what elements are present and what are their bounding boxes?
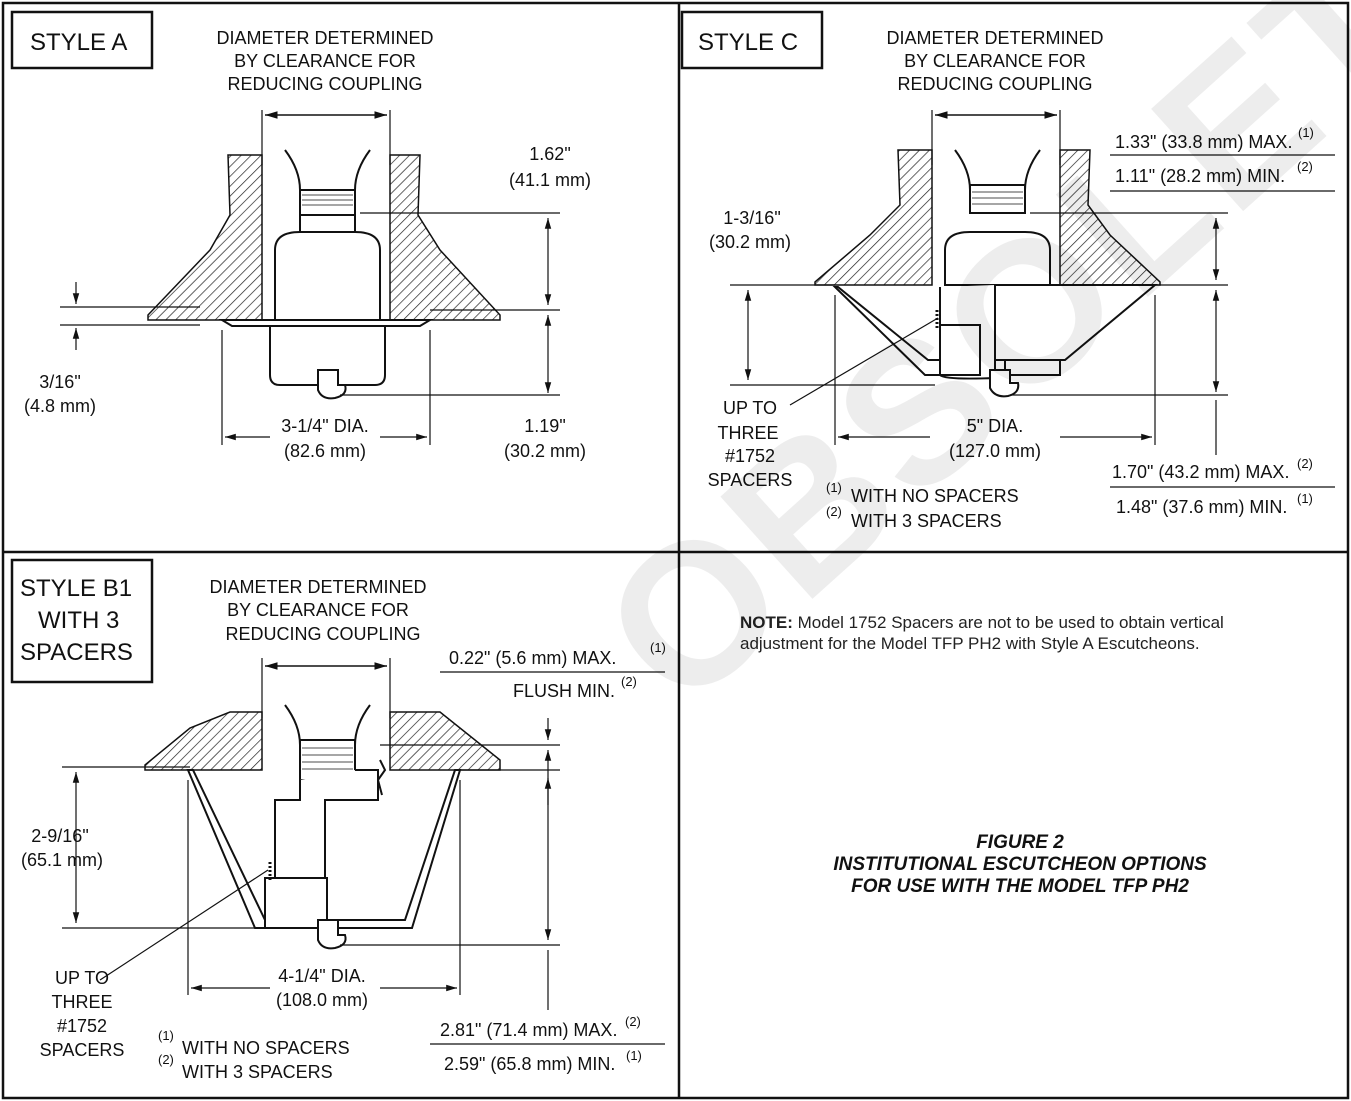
style-c-spacers-2: THREE <box>717 423 778 443</box>
style-c-dim-top-min: 1.11" (28.2 mm) MIN. <box>1115 166 1285 186</box>
style-b1-dim-left-1: 2-9/16" <box>31 826 88 846</box>
style-b1-dim-top-max-ref: (1) <box>650 640 666 655</box>
style-a-ceiling-hatch <box>147 154 263 321</box>
style-b1-sprinkler <box>186 704 462 950</box>
style-b1-dim-bot-min-ref: (1) <box>626 1048 642 1063</box>
style-b1-spacers-1: UP TO <box>55 968 109 988</box>
style-b1-diameter-note-1: DIAMETER DETERMINED <box>209 577 426 597</box>
note-paragraph: NOTE: Model 1752 Spacers are not to be u… <box>740 612 1280 654</box>
style-c-dim-bot-max: 1.70" (43.2 mm) MAX. <box>1112 462 1289 482</box>
style-a-diameter-note-3: REDUCING COUPLING <box>227 74 422 94</box>
style-c-dim-bot-max-ref: (2) <box>1297 456 1313 471</box>
style-c-footnote-1: WITH NO SPACERS <box>851 486 1019 506</box>
style-a-ceiling-hatch-right <box>389 154 501 321</box>
style-c-footnote-2: WITH 3 SPACERS <box>851 511 1002 531</box>
style-a-dim-bottom-1: 1.19" <box>524 416 565 436</box>
style-b1-dim-dia-1: 4-1/4" DIA. <box>278 966 365 986</box>
style-b1-dim-bot-max: 2.81" (71.4 mm) MAX. <box>440 1020 617 1040</box>
figure-caption-line-2: FOR USE WITH THE MODEL TFP PH2 <box>851 876 1189 897</box>
style-c-dim-top-max: 1.33" (33.8 mm) MAX. <box>1115 132 1292 152</box>
style-c-ceiling-hatch <box>814 149 933 286</box>
style-c-spacers-4: SPACERS <box>708 470 793 490</box>
style-a-dim-dia-2: (82.6 mm) <box>284 441 366 461</box>
style-b1-spacers-2: THREE <box>51 992 112 1012</box>
figure-caption: FIGURE 2 INSTITUTIONAL ESCUTCHEON OPTION… <box>700 832 1340 898</box>
style-b1-footnote-2-ref: (2) <box>158 1052 174 1067</box>
style-b1-dim-left-2: (65.1 mm) <box>21 850 103 870</box>
style-a-dim-dia-1: 3-1/4" DIA. <box>281 416 368 436</box>
style-a-dim-top-2: (41.1 mm) <box>509 170 591 190</box>
style-b1-panel: STYLE B1 WITH 3 SPACERS DIAMETER DETERMI… <box>10 558 666 1082</box>
style-c-footnote-1-ref: (1) <box>826 480 842 495</box>
style-a-dim-top-1: 1.62" <box>529 144 570 164</box>
figure-caption-line-1: INSTITUTIONAL ESCUTCHEON OPTIONS <box>833 854 1207 875</box>
style-c-panel: STYLE C DIAMETER DETERMINED BY CLEARANCE… <box>680 10 1335 531</box>
style-b1-title-3: SPACERS <box>20 639 133 666</box>
style-a-diameter-note-2: BY CLEARANCE FOR <box>234 51 416 71</box>
style-c-dim-dia-2: (127.0 mm) <box>949 441 1041 461</box>
style-a-dim-left-2: (4.8 mm) <box>24 396 96 416</box>
style-b1-dim-top-min-ref: (2) <box>621 674 637 689</box>
style-a-diameter-note-1: DIAMETER DETERMINED <box>216 28 433 48</box>
style-b1-dim-bot-max-ref: (2) <box>625 1014 641 1029</box>
style-c-sprinkler <box>832 149 1158 398</box>
style-c-dim-left-2: (30.2 mm) <box>709 232 791 252</box>
style-c-diameter-note-2: BY CLEARANCE FOR <box>904 51 1086 71</box>
style-b1-ceiling-hatch <box>144 711 263 771</box>
style-b1-diameter-note-3: REDUCING COUPLING <box>225 624 420 644</box>
style-c-spacers-3: #1752 <box>725 446 775 466</box>
style-a-sprinkler <box>218 149 434 400</box>
style-b1-diameter-note-2: BY CLEARANCE FOR <box>227 600 409 620</box>
style-c-dim-bot-min-ref: (1) <box>1297 491 1313 506</box>
style-b1-title-2: WITH 3 <box>38 607 119 634</box>
style-b1-spacers-4: SPACERS <box>40 1040 125 1060</box>
style-c-dim-dia-1: 5" DIA. <box>967 416 1023 436</box>
style-b1-dim-top-min: FLUSH MIN. <box>513 681 615 701</box>
style-c-dim-bot-min: 1.48" (37.6 mm) MIN. <box>1116 497 1287 517</box>
style-a-dim-bottom-2: (30.2 mm) <box>504 441 586 461</box>
style-c-title-box <box>680 10 824 70</box>
note-label: NOTE: <box>740 613 793 632</box>
style-b1-ceiling-hatch-right <box>389 711 501 771</box>
style-a-title-box <box>10 10 154 70</box>
style-b1-footnote-1-ref: (1) <box>158 1028 174 1043</box>
note-text: Model 1752 Spacers are not to be used to… <box>740 613 1224 653</box>
style-b1-footnote-2: WITH 3 SPACERS <box>182 1062 333 1082</box>
style-a-panel: STYLE A DIAMETER DETERMINED BY CLEARANCE… <box>10 10 591 461</box>
style-b1-spacers-3: #1752 <box>57 1016 107 1036</box>
style-b1-dim-bot-min: 2.59" (65.8 mm) MIN. <box>444 1054 615 1074</box>
style-c-dim-top-min-ref: (2) <box>1297 159 1313 174</box>
style-b1-title-box <box>10 558 154 684</box>
style-b1-dim-top-max: 0.22" (5.6 mm) MAX. <box>449 648 616 668</box>
figure-number: FIGURE 2 <box>976 832 1064 853</box>
style-c-footnote-2-ref: (2) <box>826 504 842 519</box>
style-b1-dim-dia-2: (108.0 mm) <box>276 990 368 1010</box>
style-c-title: STYLE C <box>698 29 798 56</box>
style-c-spacers-1: UP TO <box>723 398 777 418</box>
style-b1-footnote-1: WITH NO SPACERS <box>182 1038 350 1058</box>
style-a-title: STYLE A <box>30 29 127 56</box>
style-c-diameter-note-3: REDUCING COUPLING <box>897 74 1092 94</box>
style-c-dim-left-1: 1-3/16" <box>723 208 780 228</box>
style-b1-title-1: STYLE B1 <box>20 575 132 602</box>
style-a-dim-left-1: 3/16" <box>39 372 80 392</box>
style-c-diameter-note-1: DIAMETER DETERMINED <box>886 28 1103 48</box>
style-c-dim-top-max-ref: (1) <box>1298 125 1314 140</box>
